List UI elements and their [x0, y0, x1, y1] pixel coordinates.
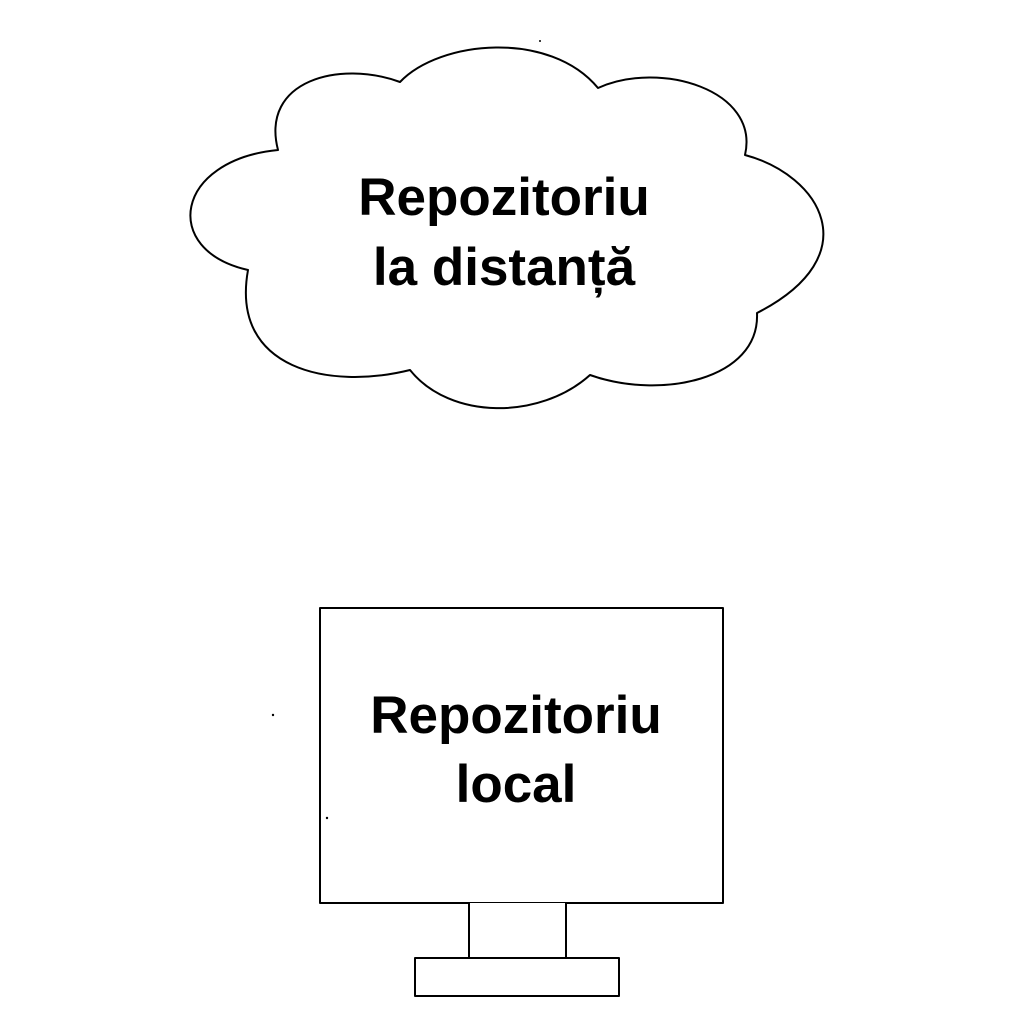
monitor-base	[414, 957, 620, 997]
speck	[539, 40, 541, 42]
speck	[325, 816, 329, 820]
cloud-shape	[189, 46, 825, 410]
monitor-screen	[319, 607, 724, 904]
remote-repository-label-line2: la distanță	[373, 238, 636, 298]
monitor-neck	[468, 903, 567, 959]
local-repository-monitor: Repozitoriu local	[319, 607, 724, 997]
local-repository-label-line2: local	[456, 755, 577, 814]
remote-repository-label-line1: Repozitoriu	[358, 168, 649, 227]
remote-repository-cloud: Repozitoriu la distanță	[189, 46, 825, 410]
speck	[271, 713, 275, 717]
local-repository-label-line1: Repozitoriu	[370, 686, 661, 745]
